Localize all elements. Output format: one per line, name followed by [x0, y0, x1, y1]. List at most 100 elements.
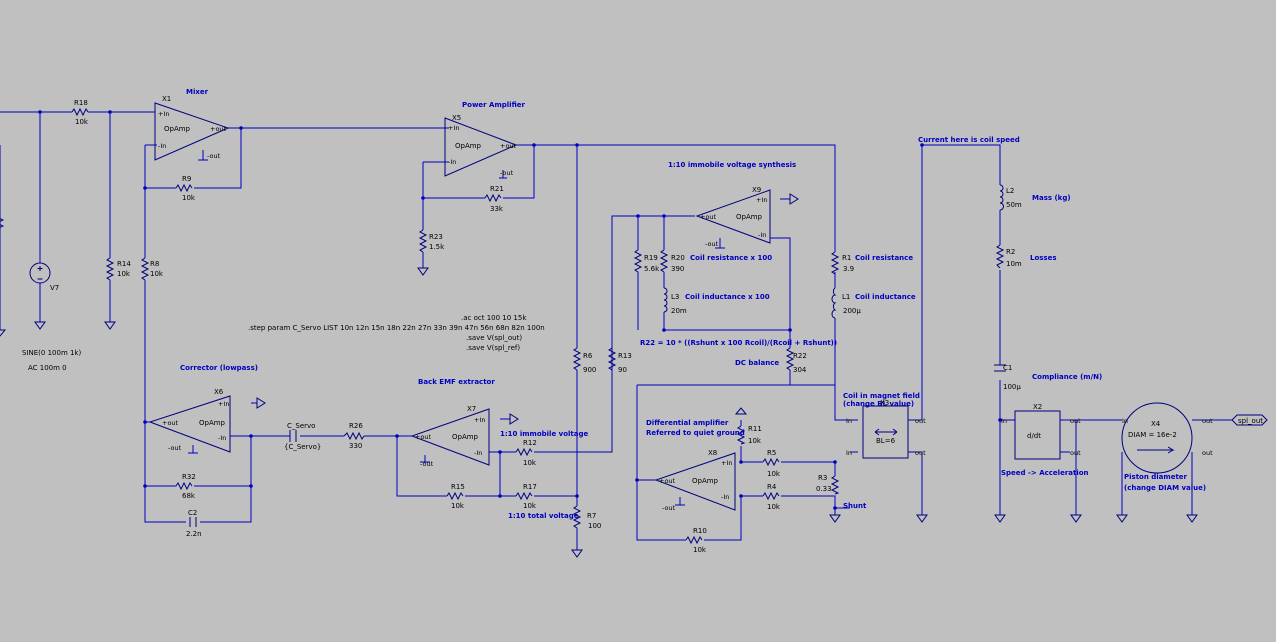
- pin-label: -out: [705, 240, 719, 248]
- pin-label: out: [1070, 417, 1081, 425]
- part-name: R2: [1006, 248, 1015, 256]
- directive-save-1: .save V(spl_out): [466, 334, 522, 342]
- opamp-x7[interactable]: [410, 408, 490, 466]
- resistor-r8: [140, 257, 150, 281]
- voltage-source-v7: [29, 262, 51, 284]
- mixer-label: Mixer: [186, 88, 209, 96]
- resistor-r9: [175, 183, 193, 193]
- coil-field-label: Coil in magnet field: [843, 392, 920, 400]
- part-name: R14: [117, 260, 131, 268]
- pin-label: +In: [158, 110, 169, 118]
- part-value: 10k: [150, 270, 164, 278]
- part-name: R6: [583, 352, 593, 360]
- coil-ind-label: Coil inductance: [855, 293, 916, 301]
- opamp-type: OpAmp: [164, 125, 191, 133]
- opamp-type: OpAmp: [455, 142, 482, 150]
- coil-ind-x100-label: Coil inductance x 100: [685, 293, 770, 301]
- part-value: 33k: [490, 205, 504, 213]
- part-value: 390: [671, 265, 684, 273]
- r22-formula: R22 = 10 * ((Rshunt x 100 Rcoil)/(Rcoil …: [640, 339, 837, 347]
- pin-label: -out: [168, 444, 182, 452]
- pin-label: In: [1122, 417, 1128, 425]
- resistor-r10: [685, 535, 703, 545]
- part-value: 10k: [182, 194, 196, 202]
- ground-symbol: [0, 267, 1198, 558]
- part-name: R26: [349, 422, 363, 430]
- part-value: 10k: [693, 546, 707, 554]
- part-value: 3.9: [843, 265, 854, 273]
- part-name: R9: [182, 175, 191, 183]
- speed-acc-label: Speed -> Acceleration: [1001, 469, 1089, 477]
- directive-ac: .ac oct 100 10 15k: [461, 314, 527, 322]
- opamp-x5[interactable]: [444, 117, 518, 177]
- source-sine: SINE(0 100m 1k): [22, 349, 81, 357]
- part-value: {C_Servo}: [284, 443, 321, 451]
- pin-label: out: [915, 449, 926, 457]
- part-value: 10k: [748, 437, 762, 445]
- part-value: 900: [583, 366, 596, 374]
- resistor-r15: [446, 491, 464, 501]
- pin-label: -In: [448, 158, 456, 166]
- part-value: 10k: [767, 503, 781, 511]
- pin-label: In: [1001, 417, 1007, 425]
- part-value: 0.33: [816, 485, 832, 493]
- opamp-x1[interactable]: [154, 102, 230, 161]
- inductor-l1: [831, 287, 837, 319]
- part-name: R20: [671, 254, 685, 262]
- resistor-r20: [659, 249, 669, 273]
- block-labels: X3 BL=6 In In out out X2 d/dt In out out…: [846, 399, 1263, 457]
- diff-amp-sub-label: Referred to quiet ground: [646, 429, 745, 437]
- directive-step: .step param C_Servo LIST 10n 12n 15n 18n…: [248, 324, 545, 332]
- opamp-type: OpAmp: [199, 419, 226, 427]
- piston-sub-label: (change DIAM value): [1124, 484, 1206, 492]
- pin-label: +In: [448, 124, 459, 132]
- part-name: R12: [523, 439, 537, 447]
- part-name: R22: [793, 352, 807, 360]
- pin-label: +In: [721, 459, 732, 467]
- part-value: 68k: [182, 492, 196, 500]
- part-name: R13: [618, 352, 632, 360]
- coil-field-sub-label: (change BL value): [843, 400, 914, 408]
- current-label: Current here is coil speed: [918, 136, 1020, 144]
- coil-res-x100-label: Coil resistance x 100: [690, 254, 772, 262]
- pin-label: out: [1202, 417, 1213, 425]
- block-x3[interactable]: [862, 405, 909, 459]
- opamp-name: X6: [214, 388, 224, 396]
- block-value: DIAM = 16e-2: [1128, 431, 1177, 439]
- resistor-r4: [762, 491, 780, 501]
- opamp-x9[interactable]: [695, 189, 771, 244]
- pin-label: out: [915, 417, 926, 425]
- shunt-label: Shunt: [843, 502, 867, 510]
- block-x4[interactable]: [1121, 402, 1193, 474]
- opamp-name: X8: [708, 449, 717, 457]
- block-x2[interactable]: [1014, 410, 1061, 460]
- block-name: X4: [1151, 420, 1161, 428]
- part-value: 200µ: [843, 307, 861, 315]
- opamp-name: X1: [162, 95, 171, 103]
- resistor-r18: [71, 107, 89, 117]
- part-name: R8: [150, 260, 159, 268]
- part-name: L3: [671, 293, 679, 301]
- back-emf-label: Back EMF extractor: [418, 378, 495, 386]
- opamp-name: X9: [752, 186, 761, 194]
- part-name: C_Servo: [287, 422, 315, 430]
- capacitor-c2: [189, 517, 197, 527]
- opamp-x8[interactable]: [654, 452, 736, 511]
- part-value: 10k: [523, 459, 537, 467]
- capacitor-c-servo: [289, 430, 297, 442]
- part-name: C2: [188, 509, 197, 517]
- net-label-spl-out[interactable]: [1231, 414, 1268, 426]
- inductor-l2: [999, 184, 1004, 211]
- part-labels: R18 10k R9 10k R14 10k R8 10k R21 33k R2…: [74, 99, 1022, 554]
- part-name: R4: [767, 483, 777, 491]
- part-value: 10k: [75, 118, 89, 126]
- part-name: R18: [74, 99, 88, 107]
- pin-label: +In: [756, 196, 767, 204]
- resistor-r5: [762, 457, 780, 467]
- synth-label: 1:10 immobile voltage synthesis: [668, 161, 796, 169]
- net-label[interactable]: spl_out: [1238, 417, 1263, 425]
- part-value: 5.6k: [644, 265, 660, 273]
- part-name: R11: [748, 425, 762, 433]
- resistor-r32: [175, 481, 193, 491]
- opamp-x6[interactable]: [148, 395, 231, 453]
